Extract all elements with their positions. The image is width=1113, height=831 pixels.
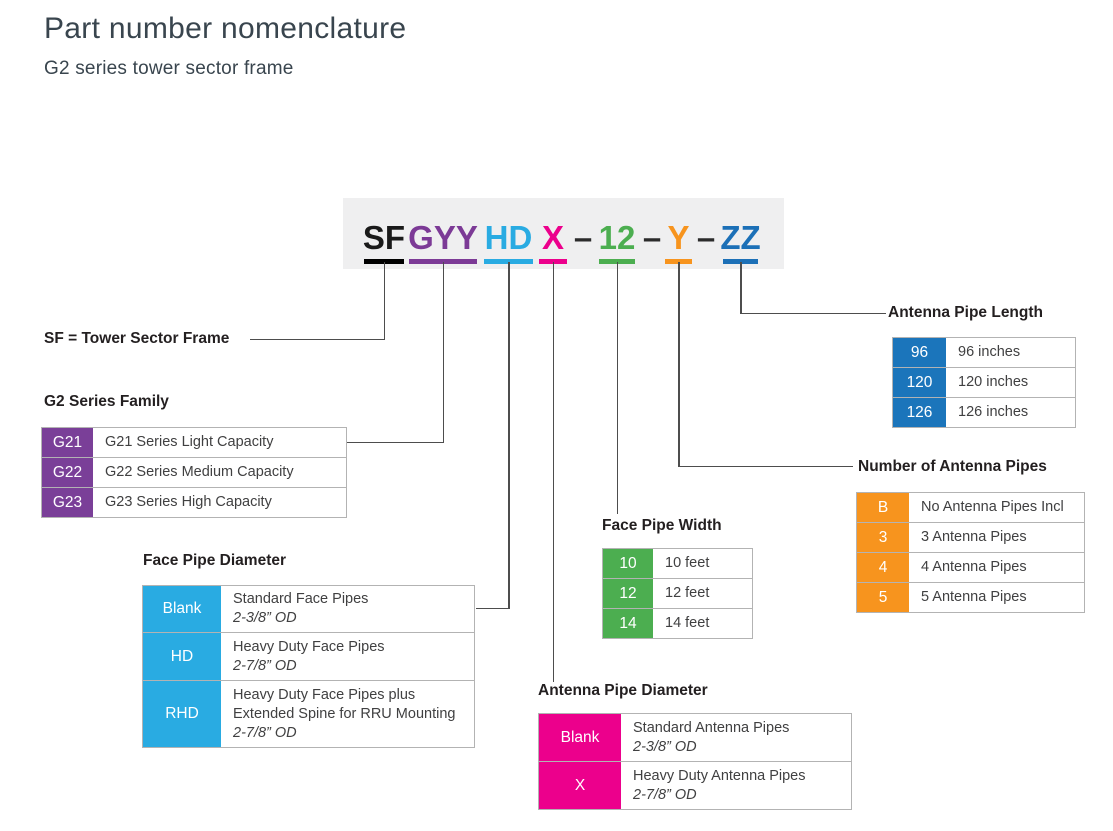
- row-description: 5 Antenna Pipes: [921, 589, 1027, 605]
- code-badge: G23: [42, 488, 93, 517]
- table-row: 4 4 Antenna Pipes: [857, 552, 1084, 582]
- row-description: G21 Series Light Capacity: [105, 434, 274, 450]
- row-description: 10 feet: [665, 555, 710, 571]
- part-segment-zz: ZZ: [720, 219, 761, 264]
- table-row: Blank Standard Antenna Pipes 2-3/8” OD: [539, 714, 851, 761]
- connector-sf-hline: [250, 338, 385, 340]
- table-row: 5 5 Antenna Pipes: [857, 582, 1084, 612]
- code-badge: RHD: [143, 681, 221, 747]
- part-segment-12: 12: [599, 219, 635, 264]
- connector-y-hline: [678, 465, 853, 467]
- row-spec: 2-7/8” OD: [233, 657, 297, 674]
- table-row: 10 10 feet: [603, 549, 752, 578]
- table-row: G23 G23 Series High Capacity: [42, 487, 346, 517]
- row-spec: 2-7/8” OD: [233, 724, 297, 741]
- part-segment-x: X: [539, 219, 567, 264]
- connector-hd-vline: [508, 262, 510, 609]
- row-description: Heavy Duty Face Pipes plus Extended Spin…: [221, 681, 474, 747]
- code-badge: 126: [893, 398, 946, 427]
- row-description: Heavy Duty Antenna Pipes 2-7/8” OD: [621, 762, 851, 809]
- part-separator-dash: –: [696, 219, 716, 256]
- connector-gyy-vline: [442, 262, 444, 443]
- row-description: 120 inches: [958, 374, 1029, 390]
- row-description: Standard Face Pipes 2-3/8” OD: [221, 586, 474, 632]
- table-row: B No Antenna Pipes Incl: [857, 493, 1084, 522]
- row-description: 12 feet: [665, 585, 710, 601]
- connector-hd-hline: [476, 607, 510, 609]
- table-row: Blank Standard Face Pipes 2-3/8” OD: [143, 586, 474, 632]
- row-spec: 2-3/8” OD: [633, 738, 697, 755]
- connector-y-vline: [678, 262, 680, 467]
- antenna-pipe-diameter-heading: Antenna Pipe Diameter: [538, 682, 708, 699]
- row-description: 126 inches: [958, 404, 1029, 420]
- table-row: X Heavy Duty Antenna Pipes 2-7/8” OD: [539, 761, 851, 809]
- table-row: 126 126 inches: [893, 397, 1075, 427]
- connector-12-vline: [616, 262, 618, 514]
- antenna-pipe-diameter-table: Blank Standard Antenna Pipes 2-3/8” OD X…: [538, 713, 852, 810]
- code-badge: 5: [857, 583, 909, 612]
- row-description: G23 Series High Capacity: [105, 494, 272, 510]
- page-subtitle: G2 series tower sector frame: [44, 58, 294, 79]
- connector-gyy-hline: [347, 441, 444, 443]
- part-segment-gyy: GYY: [408, 219, 478, 264]
- face-pipe-width-heading: Face Pipe Width: [602, 517, 722, 534]
- antenna-pipe-length-heading: Antenna Pipe Length: [888, 304, 1043, 321]
- code-badge: 12: [603, 579, 653, 608]
- row-description: G22 Series Medium Capacity: [105, 464, 294, 480]
- table-row: 120 120 inches: [893, 367, 1075, 397]
- part-number-strip: [343, 198, 784, 269]
- table-row: RHD Heavy Duty Face Pipes plus Extended …: [143, 680, 474, 747]
- connector-zz-hline: [740, 312, 886, 314]
- antenna-pipe-count-heading: Number of Antenna Pipes: [858, 458, 1047, 475]
- series-family-table: G21 G21 Series Light Capacity G22 G22 Se…: [41, 427, 347, 518]
- code-badge: 96: [893, 338, 946, 367]
- code-badge: HD: [143, 633, 221, 680]
- row-description: 14 feet: [665, 615, 710, 631]
- code-badge: B: [857, 493, 909, 522]
- code-badge: X: [539, 762, 621, 809]
- row-description: 3 Antenna Pipes: [921, 529, 1027, 545]
- code-badge: Blank: [143, 586, 221, 632]
- code-badge: G21: [42, 428, 93, 457]
- part-segment-sf: SF: [363, 219, 405, 264]
- row-description: 4 Antenna Pipes: [921, 559, 1027, 575]
- table-row: G21 G21 Series Light Capacity: [42, 428, 346, 457]
- code-badge: 14: [603, 609, 653, 638]
- table-row: G22 G22 Series Medium Capacity: [42, 457, 346, 487]
- table-row: HD Heavy Duty Face Pipes 2-7/8” OD: [143, 632, 474, 680]
- row-spec: 2-7/8” OD: [633, 786, 697, 803]
- row-spec: 2-3/8” OD: [233, 610, 297, 626]
- code-badge: 10: [603, 549, 653, 578]
- part-segment-hd: HD: [484, 219, 533, 264]
- row-description: Standard Antenna Pipes 2-3/8” OD: [621, 714, 851, 761]
- code-badge: G22: [42, 458, 93, 487]
- page-title: Part number nomenclature: [44, 12, 407, 45]
- face-pipe-width-table: 10 10 feet 12 12 feet 14 14 feet: [602, 548, 753, 639]
- table-row: 3 3 Antenna Pipes: [857, 522, 1084, 552]
- table-row: 12 12 feet: [603, 578, 752, 608]
- row-description: No Antenna Pipes Incl: [921, 499, 1064, 515]
- code-badge: 120: [893, 368, 946, 397]
- series-family-heading: G2 Series Family: [44, 393, 169, 410]
- row-description: 96 inches: [958, 344, 1021, 360]
- part-separator-dash: –: [642, 219, 662, 256]
- table-row: 14 14 feet: [603, 608, 752, 638]
- code-badge: 4: [857, 553, 909, 582]
- code-badge: 3: [857, 523, 909, 552]
- part-separator-dash: –: [573, 219, 593, 256]
- row-description: Heavy Duty Face Pipes 2-7/8” OD: [221, 633, 474, 680]
- face-pipe-diameter-heading: Face Pipe Diameter: [143, 552, 287, 569]
- face-pipe-diameter-table: Blank Standard Face Pipes 2-3/8” OD HD H…: [142, 585, 475, 748]
- antenna-pipe-count-table: B No Antenna Pipes Incl 3 3 Antenna Pipe…: [856, 492, 1085, 613]
- connector-x-vline: [552, 262, 554, 682]
- table-row: 96 96 inches: [893, 338, 1075, 367]
- part-segment-y: Y: [665, 219, 692, 264]
- connector-zz-vline: [740, 262, 742, 314]
- code-badge: Blank: [539, 714, 621, 761]
- antenna-pipe-length-table: 96 96 inches 120 120 inches 126 126 inch…: [892, 337, 1076, 428]
- connector-sf-vline: [383, 262, 385, 340]
- sf-callout-label: SF = Tower Sector Frame: [44, 330, 230, 347]
